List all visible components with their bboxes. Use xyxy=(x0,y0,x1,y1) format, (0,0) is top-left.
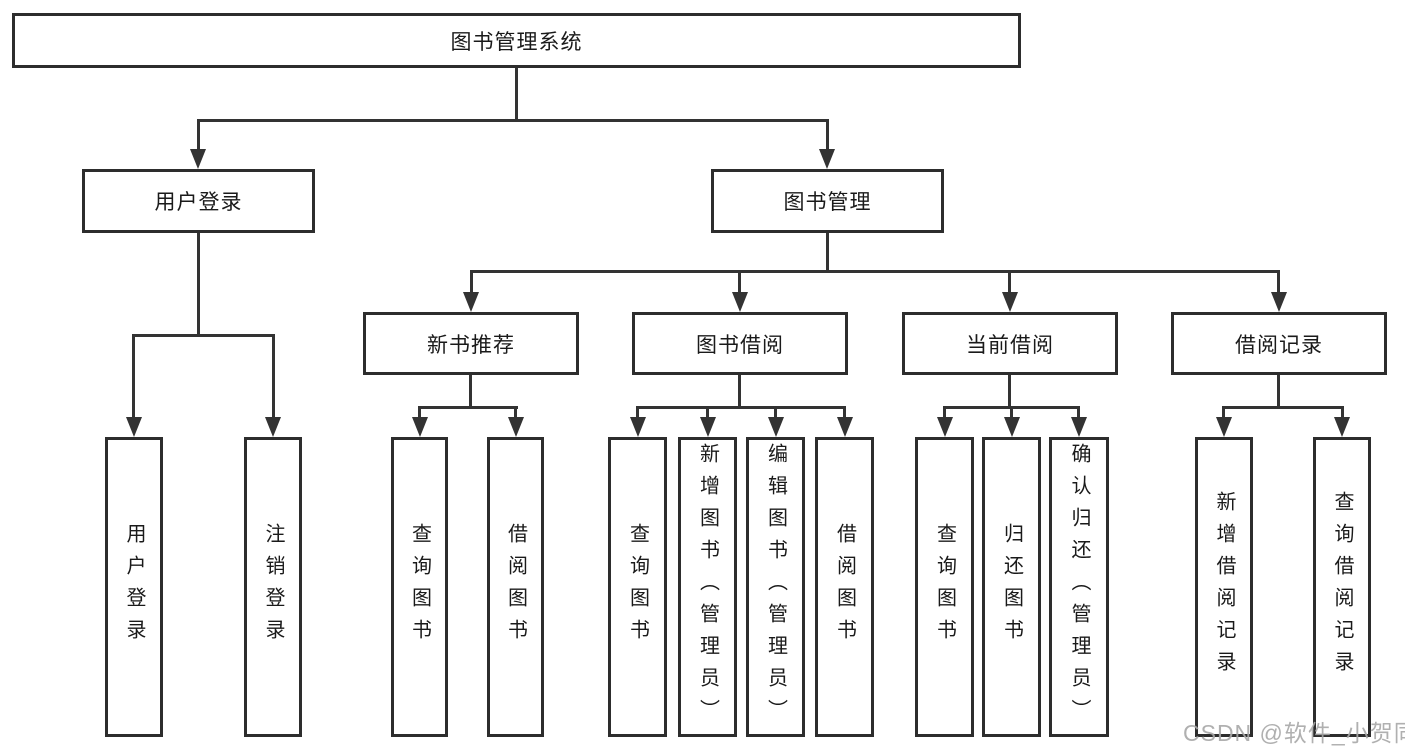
arrowhead-icon xyxy=(463,292,479,312)
connector-line xyxy=(774,406,777,419)
leaf-user-login: 用户登录 xyxy=(105,437,163,737)
leaf-label: 查询图书 xyxy=(408,523,431,651)
arrowhead-icon xyxy=(700,417,716,437)
connector-line xyxy=(636,406,639,419)
leaf-edit-book-admin: 编辑图书（管理员） xyxy=(746,437,805,737)
connector-line xyxy=(943,406,946,419)
connector-line xyxy=(826,119,829,151)
connector-line xyxy=(514,406,517,419)
connector-line xyxy=(1222,406,1344,409)
arrowhead-icon xyxy=(1002,292,1018,312)
connector-line xyxy=(843,406,846,419)
leaf-label: 确认归还（管理员） xyxy=(1068,443,1090,731)
arrowhead-icon xyxy=(508,417,524,437)
leaf-label: 归还图书 xyxy=(1000,523,1023,651)
leaf-label: 注销登录 xyxy=(262,523,284,651)
connector-line xyxy=(1010,406,1013,419)
arrowhead-icon xyxy=(126,417,142,437)
connector-line xyxy=(132,334,275,337)
node-borrow-records: 借阅记录 xyxy=(1171,312,1387,375)
leaf-query-books-current: 查询图书 xyxy=(915,437,974,737)
connector-line xyxy=(1341,406,1344,419)
arrowhead-icon xyxy=(630,417,646,437)
leaf-label: 新增借阅记录 xyxy=(1213,491,1235,683)
connector-line xyxy=(197,119,200,151)
connector-line xyxy=(418,406,421,419)
arrowhead-icon xyxy=(1004,417,1020,437)
connector-line xyxy=(197,233,200,337)
leaf-query-books-borrow: 查询图书 xyxy=(608,437,667,737)
connector-line xyxy=(826,233,829,273)
node-user-login: 用户登录 xyxy=(82,169,315,233)
arrowhead-icon xyxy=(937,417,953,437)
node-book-management: 图书管理 xyxy=(711,169,944,233)
watermark: CSDN @软件_小贺同学 xyxy=(1183,720,1405,746)
connector-line xyxy=(197,119,829,122)
connector-line xyxy=(515,68,518,121)
node-book-borrow: 图书借阅 xyxy=(632,312,848,375)
connector-line xyxy=(1222,406,1225,419)
leaf-add-book-admin: 新增图书（管理员） xyxy=(678,437,737,737)
leaf-label: 新增图书（管理员） xyxy=(696,443,719,731)
arrowhead-icon xyxy=(819,149,835,169)
node-library-system: 图书管理系统 xyxy=(12,13,1021,68)
connector-line xyxy=(1008,270,1011,294)
leaf-borrow-books-recommend: 借阅图书 xyxy=(487,437,544,737)
connector-line xyxy=(636,406,846,409)
leaf-label: 编辑图书（管理员） xyxy=(764,443,787,731)
leaf-query-borrow-record: 查询借阅记录 xyxy=(1313,437,1371,737)
arrowhead-icon xyxy=(1334,417,1350,437)
connector-line xyxy=(706,406,709,419)
connector-line xyxy=(470,270,1280,273)
arrowhead-icon xyxy=(1216,417,1232,437)
arrowhead-icon xyxy=(1271,292,1287,312)
connector-line xyxy=(469,375,472,409)
connector-line xyxy=(1277,375,1280,409)
connector-line xyxy=(132,334,135,419)
arrowhead-icon xyxy=(768,417,784,437)
leaf-label: 用户登录 xyxy=(123,523,145,651)
leaf-label: 借阅图书 xyxy=(833,523,856,651)
node-new-book-recommend: 新书推荐 xyxy=(363,312,579,375)
leaf-confirm-return-admin: 确认归还（管理员） xyxy=(1049,437,1109,737)
leaf-label: 借阅图书 xyxy=(504,523,527,651)
connector-line xyxy=(272,334,275,419)
leaf-return-book: 归还图书 xyxy=(982,437,1041,737)
connector-line xyxy=(418,406,518,409)
leaf-add-borrow-record: 新增借阅记录 xyxy=(1195,437,1253,737)
arrowhead-icon xyxy=(265,417,281,437)
node-current-borrow: 当前借阅 xyxy=(902,312,1118,375)
connector-line xyxy=(1008,375,1011,409)
connector-line xyxy=(738,270,741,294)
leaf-label: 查询图书 xyxy=(933,523,956,651)
arrowhead-icon xyxy=(412,417,428,437)
leaf-label: 查询图书 xyxy=(626,523,649,651)
connector-line xyxy=(738,375,741,409)
leaf-borrow-books: 借阅图书 xyxy=(815,437,874,737)
leaf-logout: 注销登录 xyxy=(244,437,302,737)
connector-line xyxy=(470,270,473,294)
connector-line xyxy=(1277,270,1280,294)
arrowhead-icon xyxy=(732,292,748,312)
connector-line xyxy=(1077,406,1080,419)
arrowhead-icon xyxy=(1071,417,1087,437)
leaf-query-books-recommend: 查询图书 xyxy=(391,437,448,737)
arrowhead-icon xyxy=(837,417,853,437)
arrowhead-icon xyxy=(190,149,206,169)
leaf-label: 查询借阅记录 xyxy=(1331,491,1353,683)
